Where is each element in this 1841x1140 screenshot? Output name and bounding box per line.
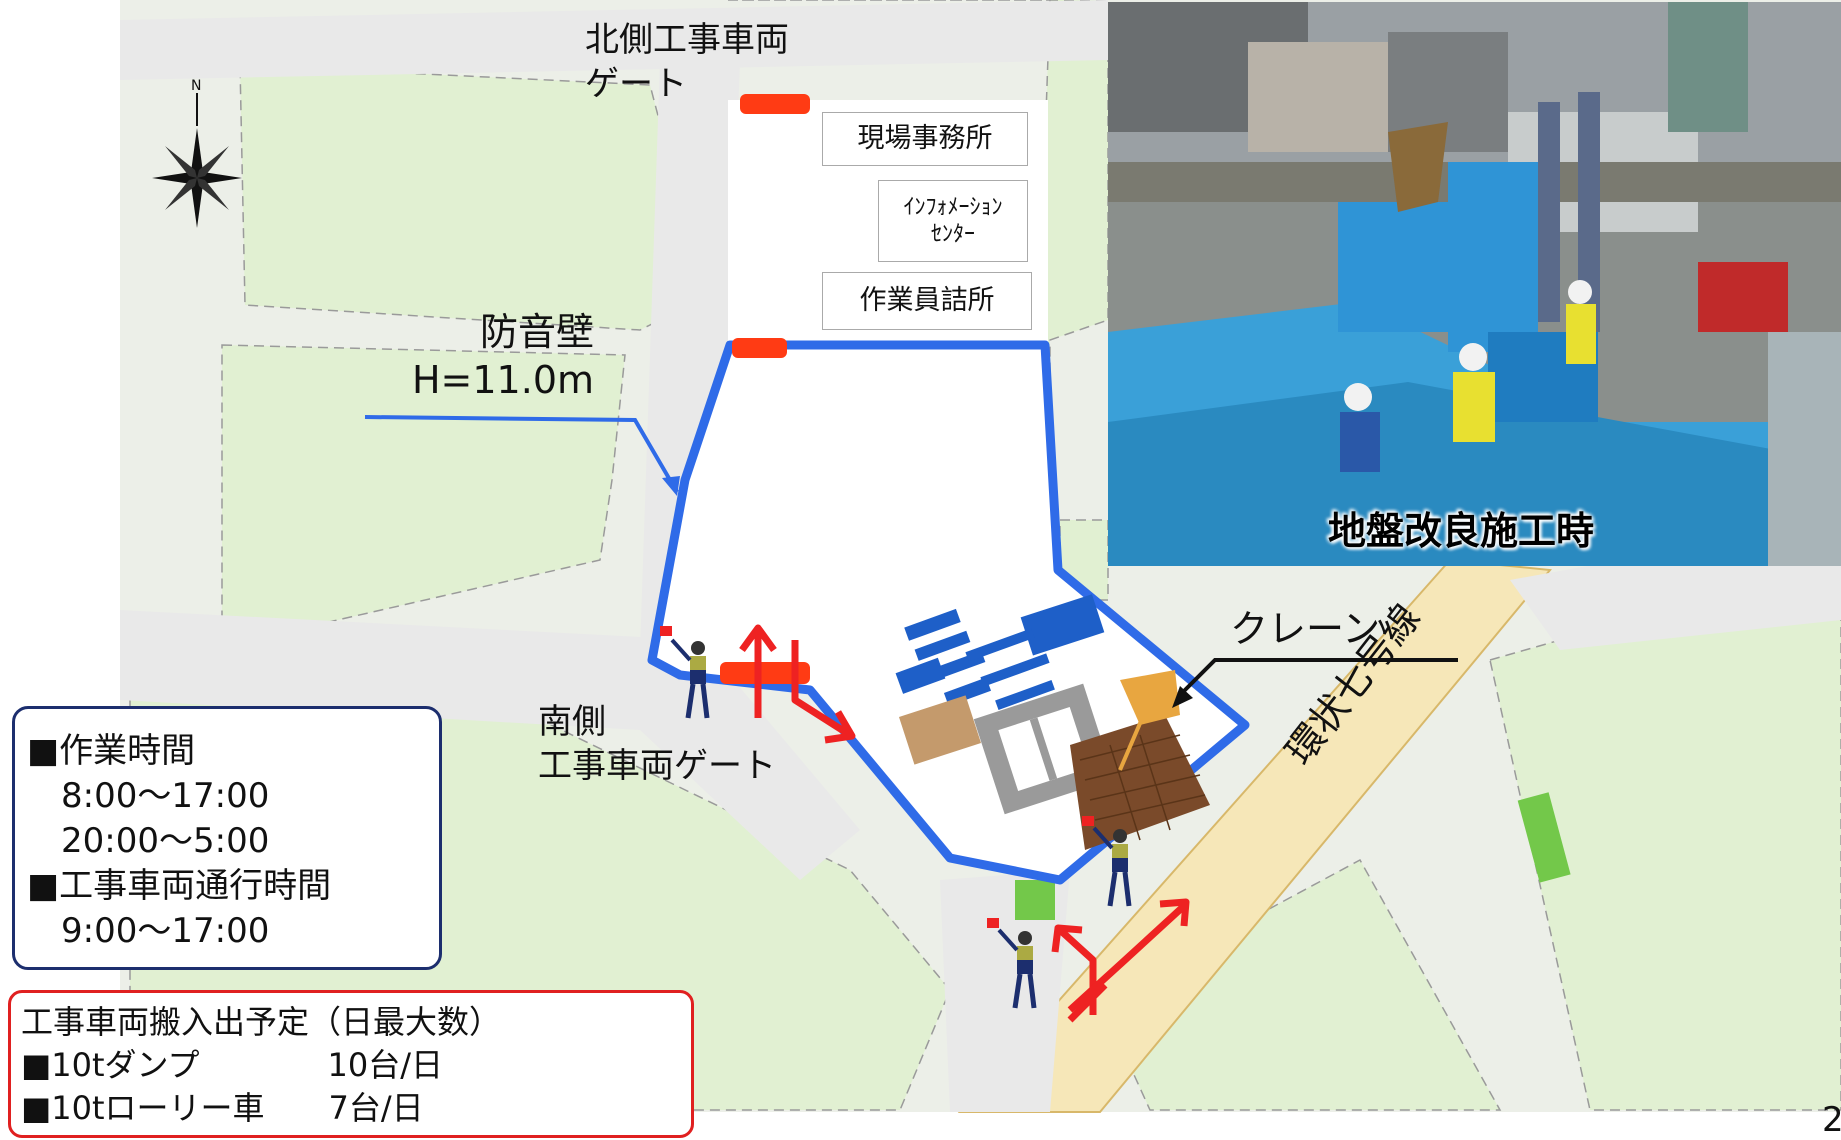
vehicle-plan-lorry: ■10tローリー車 7台/日 [21, 1089, 424, 1127]
crane-label: クレーン [1230, 607, 1381, 651]
flagman-icon [987, 918, 1037, 1009]
info-center-label: ｲﾝﾌｫﾒｰｼｮﾝ ｾﾝﾀｰ [878, 180, 1028, 262]
ground-improvement-photo [1108, 2, 1841, 566]
flagman-icon [1082, 816, 1132, 907]
vehicle-plan-dump: ■10tダンプ 10台/日 [21, 1046, 444, 1084]
north-gate-label: 北側工事車両 ゲート [585, 20, 789, 104]
vehicle-hours-value: 9:00～17:00 [61, 911, 270, 951]
page-number: 2 [1822, 1100, 1841, 1140]
site-office-label: 現場事務所 [822, 112, 1028, 166]
svg-text:N: N [191, 78, 201, 94]
noise-wall-label: 防音壁 H=11.0m [411, 310, 595, 402]
photo-caption: 地盤改良施工時 [1328, 509, 1595, 553]
compass-rose-icon: N [152, 78, 242, 228]
work-hours-night: 20:00～5:00 [61, 821, 270, 861]
work-hours-box: ■作業時間 8:00～17:00 20:00～5:00 ■工事車両通行時間 9:… [12, 706, 442, 970]
vehicle-hours-heading: ■工事車両通行時間 [27, 866, 332, 906]
worker-station-label: 作業員詰所 [822, 272, 1032, 330]
work-hours-heading: ■作業時間 [27, 731, 196, 771]
vehicle-plan-box: 工事車両搬入出予定（日最大数） ■10tダンプ 10台/日 ■10tローリー車 … [8, 990, 694, 1138]
flagman-icon [660, 626, 710, 719]
vehicle-plan-heading: 工事車両搬入出予定（日最大数） [21, 1003, 502, 1041]
south-gate-label: 南側 工事車両ゲート [538, 702, 776, 786]
work-hours-day: 8:00～17:00 [61, 776, 270, 816]
